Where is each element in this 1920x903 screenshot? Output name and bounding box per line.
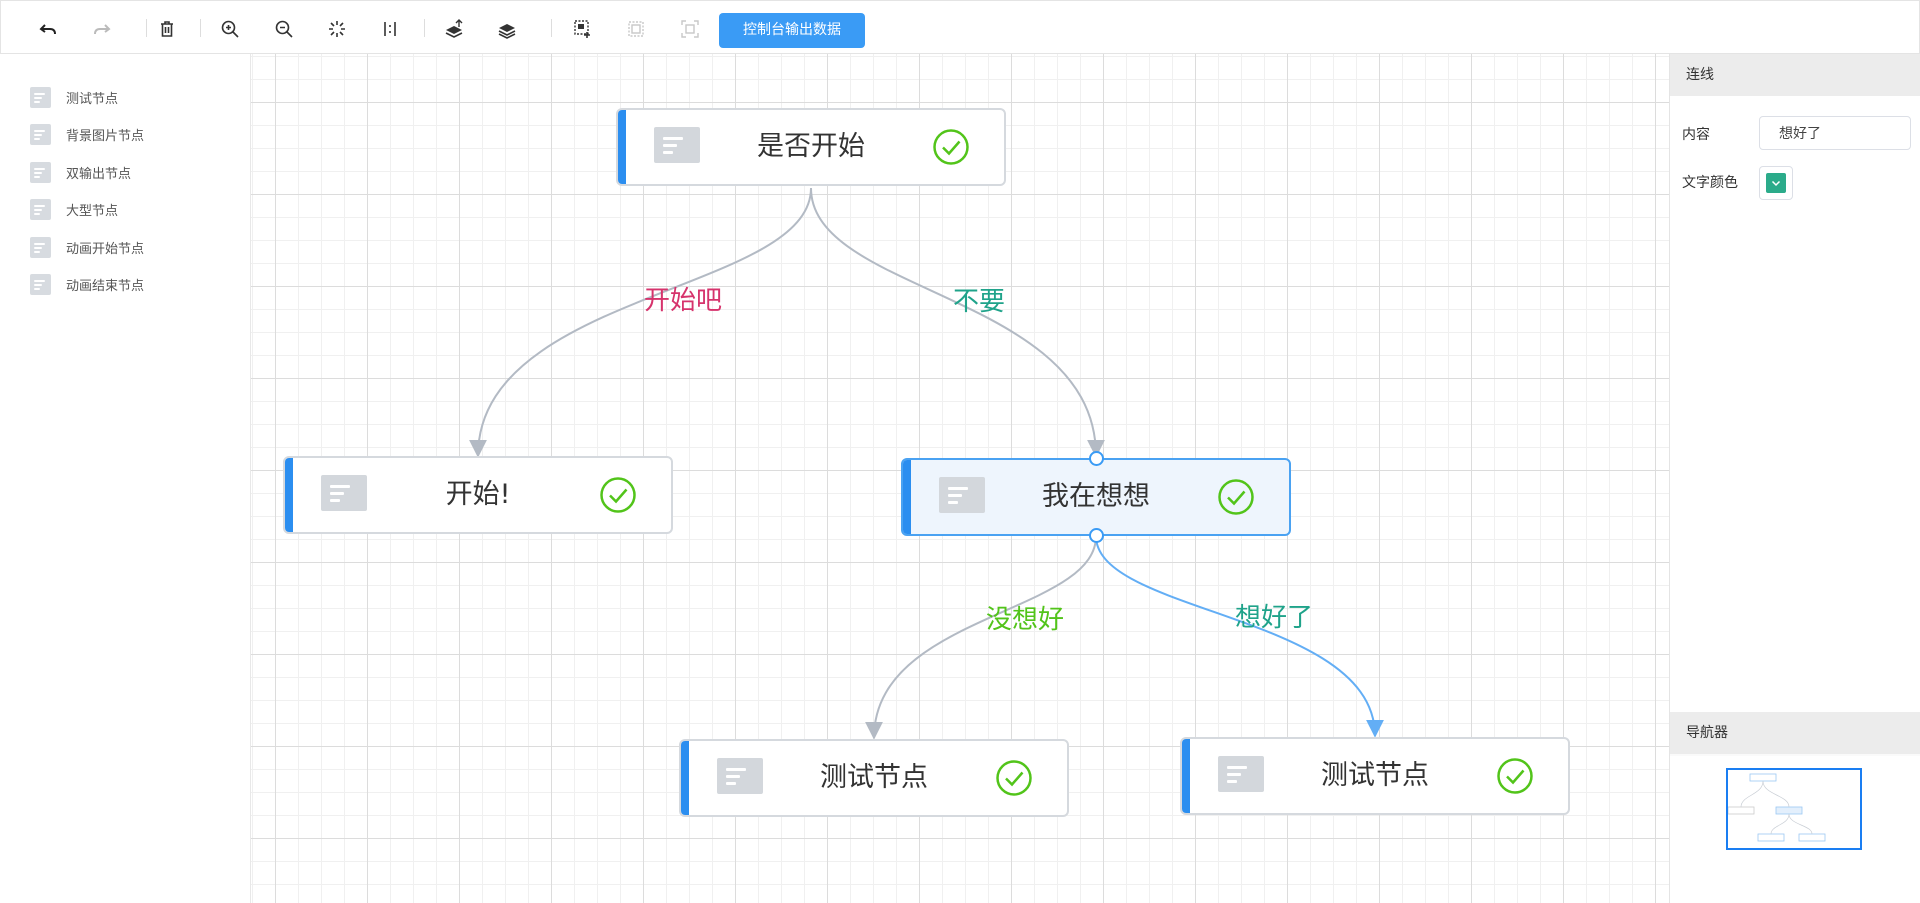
palette-item-label: 测试节点 bbox=[66, 91, 119, 107]
color-swatch bbox=[1766, 173, 1786, 193]
bring-to-front-icon bbox=[445, 19, 463, 38]
edge-properties: 内容 文字颜色 bbox=[1670, 96, 1920, 712]
multi-select-button[interactable] bbox=[569, 15, 597, 43]
node-label: 开始! bbox=[445, 479, 511, 510]
send-to-back-icon bbox=[498, 24, 516, 39]
palette-item-label: 背景图片节点 bbox=[66, 128, 145, 144]
edge-section-title: 连线 bbox=[1670, 54, 1920, 96]
palette-item-label: 动画结束节点 bbox=[66, 278, 145, 294]
node-type-icon bbox=[30, 273, 51, 295]
group-icon bbox=[628, 21, 644, 37]
node-accent-bar bbox=[618, 110, 626, 184]
flow-node[interactable]: 测试节点 bbox=[1180, 737, 1570, 815]
node-type-icon bbox=[939, 477, 985, 513]
node-label: 测试节点 bbox=[1321, 760, 1429, 791]
edge-label-undecided[interactable]: 没想好 bbox=[986, 605, 1065, 635]
palette-item-animation-end-node[interactable]: 动画结束节点 bbox=[30, 271, 144, 297]
fit-view-button[interactable] bbox=[323, 15, 351, 43]
redo-icon bbox=[94, 24, 111, 35]
node-type-icon bbox=[30, 86, 51, 108]
toolbar-divider bbox=[551, 19, 552, 37]
text-color-picker[interactable] bbox=[1759, 166, 1793, 200]
redo-button[interactable] bbox=[88, 15, 116, 43]
fit-view-icon bbox=[329, 21, 345, 37]
node-accent-bar bbox=[1182, 739, 1190, 813]
edges-layer bbox=[469, 187, 1384, 740]
node-label: 是否开始 bbox=[757, 131, 865, 162]
edge-no[interactable] bbox=[810, 187, 1105, 458]
minimap-viewport[interactable] bbox=[1726, 768, 1862, 850]
undo-icon bbox=[39, 24, 56, 35]
ungroup-button[interactable] bbox=[676, 15, 704, 43]
flow-node-selected[interactable]: 我在想想 bbox=[901, 458, 1291, 536]
text-color-label: 文字颜色 bbox=[1682, 175, 1738, 191]
ungroup-icon bbox=[681, 20, 699, 38]
property-panel: 连线 内容 文字颜色 导航器 bbox=[1669, 54, 1920, 903]
edge-decided[interactable] bbox=[1095, 535, 1384, 738]
edge-start[interactable] bbox=[469, 187, 812, 458]
check-circle-icon bbox=[1218, 479, 1254, 515]
toolbar-divider bbox=[146, 19, 147, 37]
undo-button[interactable] bbox=[34, 15, 62, 43]
check-circle-icon bbox=[600, 477, 636, 513]
content-input[interactable] bbox=[1759, 116, 1911, 150]
console-output-button[interactable]: 控制台输出数据 bbox=[719, 13, 865, 48]
node-type-icon bbox=[321, 475, 367, 511]
toolbar-divider bbox=[200, 19, 201, 37]
output-port[interactable] bbox=[1089, 528, 1104, 543]
flow-node[interactable]: 测试节点 bbox=[679, 739, 1069, 817]
zoom-in-icon bbox=[221, 20, 239, 38]
send-to-back-button[interactable] bbox=[493, 15, 521, 43]
edge-label-decided[interactable]: 想好了 bbox=[1235, 603, 1314, 633]
actual-size-button[interactable] bbox=[376, 15, 404, 43]
node-label: 测试节点 bbox=[820, 762, 928, 793]
palette-item-dual-output-node[interactable]: 双输出节点 bbox=[30, 159, 131, 185]
edge-label-no[interactable]: 不要 bbox=[953, 287, 1006, 317]
content-label: 内容 bbox=[1682, 127, 1710, 143]
palette-item-label: 大型节点 bbox=[66, 203, 119, 219]
navigator-title: 导航器 bbox=[1670, 712, 1920, 754]
node-type-icon bbox=[30, 236, 51, 258]
multi-select-icon bbox=[574, 20, 590, 38]
check-circle-icon bbox=[1497, 758, 1533, 794]
check-circle-icon bbox=[933, 129, 969, 165]
delete-icon bbox=[161, 21, 173, 37]
delete-button[interactable] bbox=[153, 15, 181, 43]
palette-item-animation-start-node[interactable]: 动画开始节点 bbox=[30, 234, 144, 260]
check-circle-icon bbox=[996, 760, 1032, 796]
minimap-preview bbox=[1727, 773, 1826, 842]
node-type-icon bbox=[30, 123, 51, 145]
node-type-icon bbox=[1218, 756, 1264, 792]
chevron-down-icon bbox=[1771, 180, 1781, 187]
navigator bbox=[1670, 756, 1920, 903]
node-accent-bar bbox=[285, 458, 293, 532]
node-type-icon bbox=[717, 758, 763, 794]
node-palette: 测试节点 背景图片节点 双输出节点 大型节点 动画开始节点 动画结束节点 bbox=[0, 54, 250, 903]
palette-item-label: 动画开始节点 bbox=[66, 241, 145, 257]
node-accent-bar bbox=[903, 460, 911, 534]
actual-size-icon bbox=[384, 22, 396, 36]
node-type-icon bbox=[654, 127, 700, 163]
edge-label-start[interactable]: 开始吧 bbox=[644, 286, 723, 316]
group-button[interactable] bbox=[622, 15, 650, 43]
node-label: 我在想想 bbox=[1042, 481, 1150, 512]
bring-to-front-button[interactable] bbox=[440, 15, 468, 43]
palette-item-label: 双输出节点 bbox=[66, 166, 132, 182]
node-type-icon bbox=[30, 198, 51, 220]
palette-item-large-node[interactable]: 大型节点 bbox=[30, 196, 118, 222]
toolbar: 控制台输出数据 bbox=[0, 0, 1920, 54]
toolbar-divider bbox=[424, 19, 425, 37]
flow-node[interactable]: 开始! bbox=[283, 456, 673, 534]
input-port[interactable] bbox=[1089, 451, 1104, 466]
graph-canvas[interactable]: 开始吧 不要 没想好 想好了 是否开始 开始! 我在想想 测试节点 测试节点 bbox=[250, 54, 1669, 903]
zoom-out-icon bbox=[275, 20, 293, 38]
flow-node[interactable]: 是否开始 bbox=[616, 108, 1006, 186]
palette-item-test-node[interactable]: 测试节点 bbox=[30, 84, 118, 110]
node-type-icon bbox=[30, 161, 51, 183]
edge-undecided[interactable] bbox=[865, 535, 1097, 740]
zoom-out-button[interactable] bbox=[270, 15, 298, 43]
zoom-in-button[interactable] bbox=[216, 15, 244, 43]
node-accent-bar bbox=[681, 741, 689, 815]
palette-item-background-image-node[interactable]: 背景图片节点 bbox=[30, 121, 144, 147]
